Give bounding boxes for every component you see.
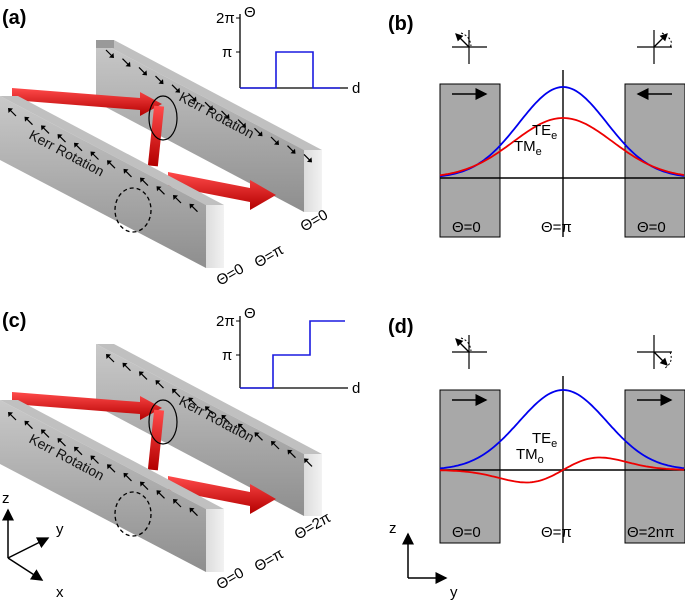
panel-d: (d) TEe TMo Θ=0 Θ=π Θ=2nπ z y [388, 316, 685, 600]
back-slab [96, 40, 322, 212]
red-beam [12, 88, 276, 210]
rotation-loop-lower [114, 187, 152, 233]
red-beam-c [12, 392, 276, 514]
right-slab [624, 83, 685, 238]
theta-step-curve [240, 51, 340, 89]
tm-label: TMe [514, 138, 542, 158]
inset-plot-c: 2π π Θ d [216, 305, 360, 397]
panel-a-label: (a) [2, 7, 26, 29]
tm-curve-d [440, 456, 685, 484]
axis-z: z [2, 490, 10, 507]
te-curve-d [439, 389, 685, 470]
inset-tick-2pi-c: 2π [216, 313, 235, 330]
inset-tick-2pi: 2π [216, 10, 235, 27]
panel-d-label: (d) [388, 316, 414, 338]
rotation-loop-upper [148, 95, 178, 141]
theta-center: Θ=π [541, 219, 572, 236]
theta-right-d: Θ=2nπ [627, 524, 674, 541]
coordinate-axes-c: z y x [1, 490, 64, 600]
panel-b-label: (b) [388, 13, 414, 35]
inset-xlabel-c: d [352, 380, 360, 397]
inset-plot: 2π π Θ d [216, 4, 360, 97]
theta-left: Θ=0 [452, 219, 481, 236]
inset-tick-pi-c: π [222, 347, 232, 364]
panel-b: (b) TEe TMe Θ=0 Θ=π Θ=0 [388, 13, 685, 238]
axis-y-d: y [450, 584, 458, 600]
inset-tick-pi: π [222, 44, 232, 61]
panel-a: (a) Kerr Rotation Kerr Rotation Θ=0 Θ=π [0, 4, 360, 289]
inset-ylabel: Θ [244, 4, 256, 21]
polarization-right [637, 30, 672, 64]
theta-label-mid-c: Θ=π [252, 545, 287, 575]
front-slab-face [0, 96, 206, 268]
front-slab [0, 96, 224, 268]
coordinate-axes-d: z y [389, 520, 458, 600]
back-slab-c [96, 344, 322, 516]
theta-label-mid: Θ=π [252, 241, 287, 271]
front-slab-c [0, 400, 224, 572]
rotation-loop-lower-c [114, 491, 152, 537]
tm-label-d: TMo [516, 446, 544, 466]
axis-z-d: z [389, 520, 397, 537]
panel-c-label: (c) [2, 310, 26, 332]
theta-step-curve-c [240, 320, 345, 389]
polarization-left-d [452, 335, 487, 369]
te-label: TEe [532, 122, 557, 142]
polarization-right-d [637, 335, 672, 369]
rotation-loop-upper-c [148, 399, 178, 445]
inset-ylabel-c: Θ [244, 305, 256, 322]
panel-c: (c) Kerr Rotation Kerr Rotation Θ=0 Θ=π … [0, 305, 360, 600]
left-slab [439, 83, 501, 238]
theta-center-d: Θ=π [541, 524, 572, 541]
axis-x: x [56, 584, 64, 600]
polarization-left [452, 30, 487, 64]
tm-curve [439, 117, 685, 177]
te-label-d: TEe [532, 430, 557, 450]
back-slab-face [96, 40, 304, 212]
theta-right: Θ=0 [637, 219, 666, 236]
theta-left-d: Θ=0 [452, 524, 481, 541]
axis-y: y [56, 521, 64, 538]
inset-xlabel: d [352, 80, 360, 97]
